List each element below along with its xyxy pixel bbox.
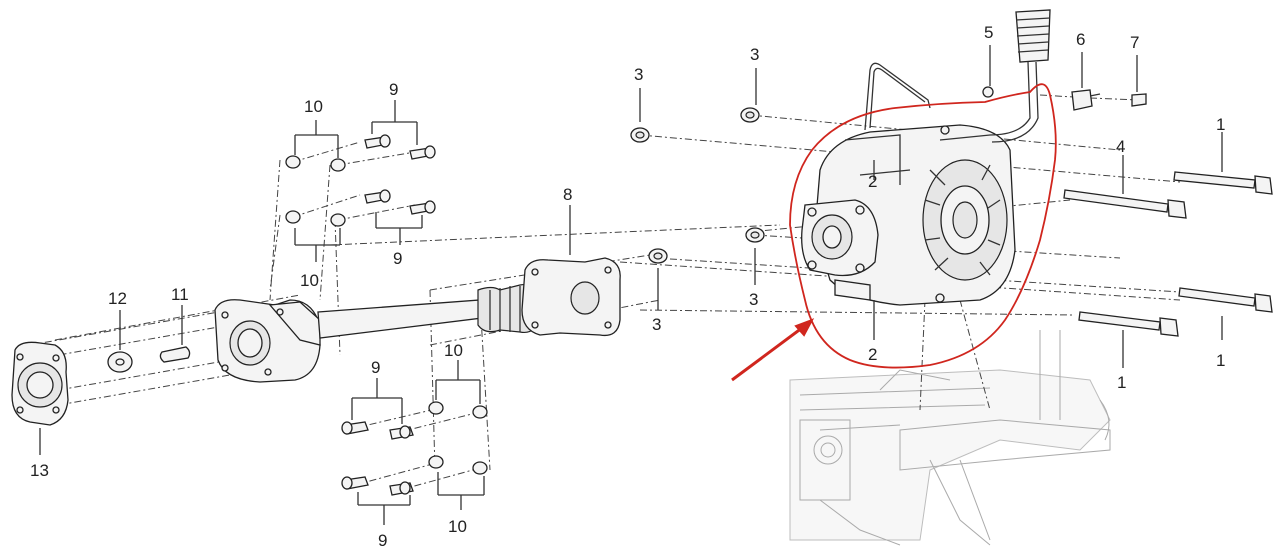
callout-10-bottom-a: 10: [444, 341, 463, 360]
nut-part-3-c: [648, 248, 668, 264]
nut-part-7: [1131, 93, 1147, 107]
callout-7: 7: [1130, 33, 1139, 52]
callout-10-top-a: 10: [304, 97, 323, 116]
callout-labels: 1 4 1 1 2 2 3 3 3 3 5 6 7 8 9 9 9 9 10 1…: [30, 23, 1225, 550]
washer-part-12: [107, 351, 133, 373]
callout-1-top: 1: [1216, 115, 1225, 134]
callout-2-top: 2: [868, 172, 877, 191]
bolts-part-9-bottom: [341, 421, 414, 496]
leader-lines: [39, 45, 1223, 525]
bolt-part-1-bottom: [1078, 311, 1179, 337]
callout-10-top-b: 10: [300, 271, 319, 290]
bolt-part-1-top: [1173, 171, 1273, 195]
pointer-arrow: [731, 318, 815, 382]
clip-part-6: [1071, 89, 1101, 111]
callout-3-b: 3: [750, 45, 759, 64]
highlight-outline: [789, 83, 1057, 369]
callout-9-bottom-b: 9: [378, 531, 387, 550]
nut-part-3-d: [745, 227, 765, 243]
callout-9-top-a: 9: [389, 80, 398, 99]
cv-joint-housing: [214, 299, 321, 383]
callout-6: 6: [1076, 30, 1085, 49]
callout-12: 12: [108, 289, 127, 308]
rear-gearbox-part-2: [801, 124, 1016, 306]
callout-11: 11: [171, 285, 189, 304]
drive-shaft: [317, 283, 541, 339]
nut-part-3-b: [740, 107, 760, 123]
nuts-part-10-bottom: [428, 401, 488, 475]
callout-3-c: 3: [652, 315, 661, 334]
callout-3-a: 3: [634, 65, 643, 84]
callout-9-top-b: 9: [393, 249, 402, 268]
nuts-part-10-top: [285, 155, 346, 227]
callout-2-bottom: 2: [868, 345, 877, 364]
callout-1-bottom: 1: [1117, 373, 1126, 392]
vehicle-frame: [789, 330, 1111, 546]
actuator-part-5: [939, 9, 1051, 143]
callout-10-bottom-b: 10: [448, 517, 467, 536]
callout-5: 5: [984, 23, 993, 42]
breather-tube: [864, 62, 931, 131]
callout-13: 13: [30, 461, 49, 480]
yoke-part-8: [521, 257, 621, 337]
bolts-part-9-top: [364, 134, 436, 215]
callout-4: 4: [1116, 137, 1125, 156]
bolt-part-1-mid: [1178, 287, 1273, 313]
rear-flange-part-13: [11, 341, 69, 426]
bolt-part-4: [1063, 189, 1187, 219]
callout-9-bottom-a: 9: [371, 358, 380, 377]
nut-part-3-a: [630, 127, 650, 143]
callout-1-mid: 1: [1216, 351, 1225, 370]
callout-3-d: 3: [749, 290, 758, 309]
callout-8: 8: [563, 185, 572, 204]
pin-part-11: [159, 346, 191, 363]
